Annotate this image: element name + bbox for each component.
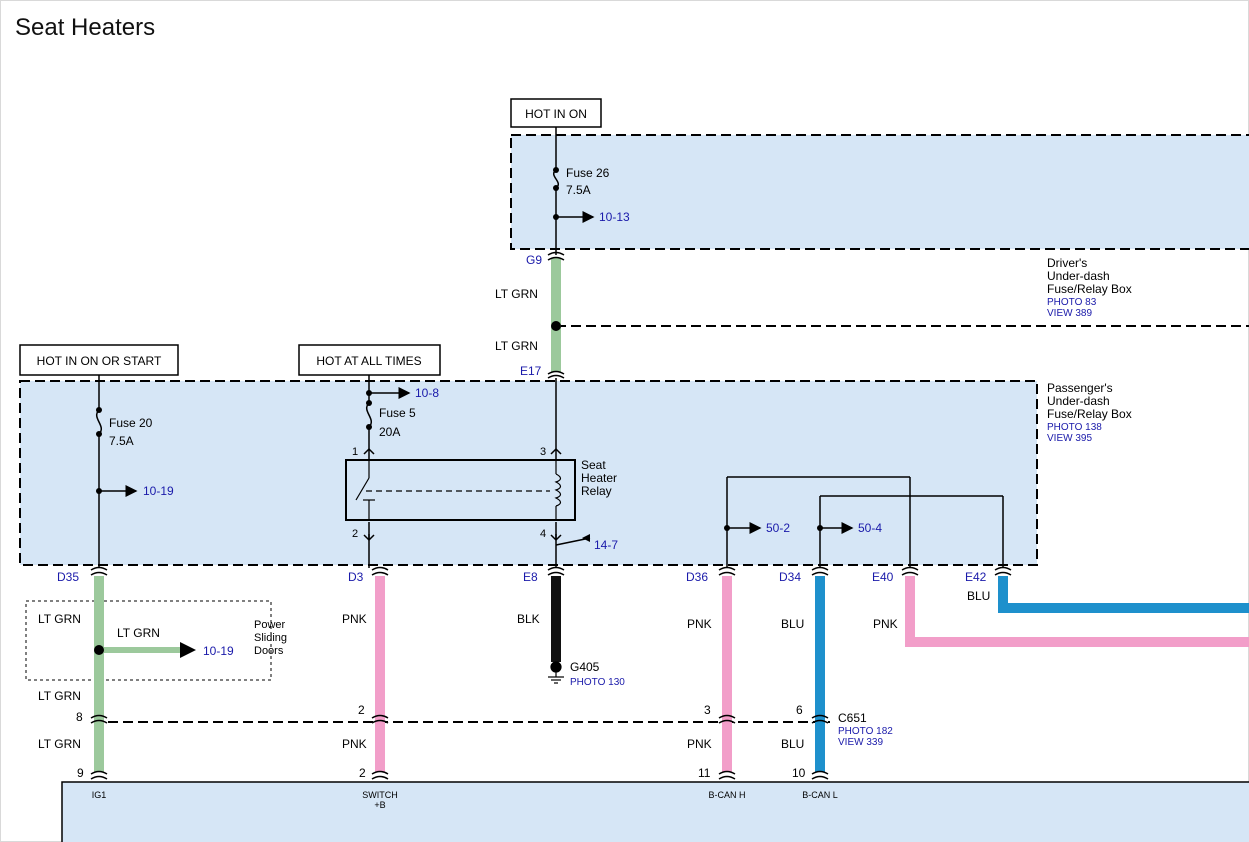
relay-pin-1: 1 [352,446,358,458]
hot-at-all-times-label: HOT AT ALL TIMES [316,354,421,368]
module-label-bcanh: B-CAN H [708,790,745,800]
wire-label-d3-bottom: PNK [342,737,367,751]
relay-label-1: Seat [581,458,606,472]
wire-label-g9-e17-a: LT GRN [495,287,538,301]
power-sliding-line2: Sliding [254,632,287,644]
wire-label-d34-bottom: BLU [781,737,804,751]
c651-view[interactable]: VIEW 339 [838,737,883,748]
wire-label-e42: BLU [967,589,990,603]
passengers-box-view[interactable]: VIEW 395 [1047,433,1092,444]
relay-label-2: Heater [581,471,617,485]
ref-10-8[interactable]: 10-8 [415,386,439,400]
relay-pin-2: 2 [352,528,358,540]
connector-d36: D36 [686,570,708,584]
connector-e17: E17 [520,364,542,378]
ref-arrow-14-7-head [582,534,590,542]
c651-name: C651 [838,711,867,725]
ground-symbol [548,661,564,684]
drivers-box-line2: Under-dash [1047,269,1110,283]
c651-pin-3: 3 [704,703,711,717]
fuse20-rating: 7.5A [109,434,134,448]
hot-in-on-or-start-label: HOT IN ON OR START [37,354,162,368]
wire-label-d35-bottom: LT GRN [38,737,81,751]
power-sliding-line3: Doors [254,645,284,657]
c651-photo[interactable]: PHOTO 182 [838,726,893,737]
ref-10-19-a[interactable]: 10-19 [143,484,174,498]
fuse20-name: Fuse 20 [109,416,153,430]
fuse26-rating: 7.5A [566,183,591,197]
branch-arrowhead [180,642,196,658]
wire-label-g9-e17-b: LT GRN [495,339,538,353]
wire-label-d35-left: LT GRN [38,612,81,626]
c651-pin-8: 8 [76,710,83,724]
relay-label-3: Relay [581,484,612,498]
power-sliding-line1: Power [254,619,286,631]
c651-pin-2: 2 [358,703,365,717]
module-pin-11: 11 [698,766,711,780]
connector-d35: D35 [57,570,79,584]
colored-wires [94,258,1249,772]
module-pin-10: 10 [792,766,806,780]
wire-label-d36-bottom: PNK [687,737,712,751]
passengers-box-line3: Fuse/Relay Box [1047,407,1132,421]
relay-pin-4: 4 [540,528,546,540]
drivers-box-view[interactable]: VIEW 389 [1047,308,1092,319]
relay-internals [355,460,562,520]
hot-at-all-times-box [298,344,441,376]
connector-e40: E40 [872,570,894,584]
c651-pin-6: 6 [796,703,803,717]
fuse5-name: Fuse 5 [379,406,416,420]
fuse26-name: Fuse 26 [566,166,610,180]
wire-label-d3-upper: PNK [342,612,367,626]
wire-label-d35-branch: LT GRN [117,626,160,640]
wire-label-d34-upper: BLU [781,617,804,631]
ground-photo[interactable]: PHOTO 130 [570,677,625,688]
wire-label-d35-lower: LT GRN [38,689,81,703]
module-label-switch-b: +B [374,800,385,810]
seat-heater-relay [345,459,576,521]
splice-dot-d35 [94,645,104,655]
ref-10-19-b[interactable]: 10-19 [203,644,234,658]
power-sliding-box [25,600,272,681]
module-label-bcanl: B-CAN L [802,790,838,800]
module-pin-2: 2 [359,766,366,780]
connector-d34: D34 [779,570,801,584]
control-module [61,781,1249,842]
drivers-box-photo[interactable]: PHOTO 83 [1047,297,1097,308]
wire-label-e40: PNK [873,617,898,631]
passengers-box-photo[interactable]: PHOTO 138 [1047,422,1102,433]
drivers-box-line3: Fuse/Relay Box [1047,282,1132,296]
ground-name: G405 [570,660,600,674]
hot-in-on-or-start-box [19,344,179,376]
ref-arrows [99,211,854,534]
module-pin-9: 9 [77,766,84,780]
ref-50-4[interactable]: 50-4 [858,521,882,535]
wire-label-e8: BLK [517,612,540,626]
connector-d3: D3 [348,570,364,584]
connector-g9: G9 [526,253,542,267]
hot-in-on-label: HOT IN ON [525,107,587,121]
fuse5-rating: 20A [379,425,400,439]
passengers-box-line1: Passenger's [1047,381,1113,395]
ref-10-13[interactable]: 10-13 [599,210,630,224]
module-label-switch: SWITCH [362,790,398,800]
ref-arrow-14-7-line [555,537,591,546]
wire-label-d36-upper: PNK [687,617,712,631]
connector-e42: E42 [965,570,987,584]
ref-50-2[interactable]: 50-2 [766,521,790,535]
junction-dots [96,167,823,531]
passengers-fuse-box [19,380,1038,566]
connector-e8: E8 [523,570,538,584]
ref-14-7[interactable]: 14-7 [594,538,618,552]
drivers-fuse-box [510,134,1249,250]
connector-symbols [90,251,1012,780]
module-label-ig1: IG1 [92,790,107,800]
drivers-box-line1: Driver's [1047,256,1087,270]
passengers-box-line2: Under-dash [1047,394,1110,408]
splice-dot-c651 [551,321,561,331]
page-title: Seat Heaters [15,14,156,41]
relay-pin-3: 3 [540,446,546,458]
